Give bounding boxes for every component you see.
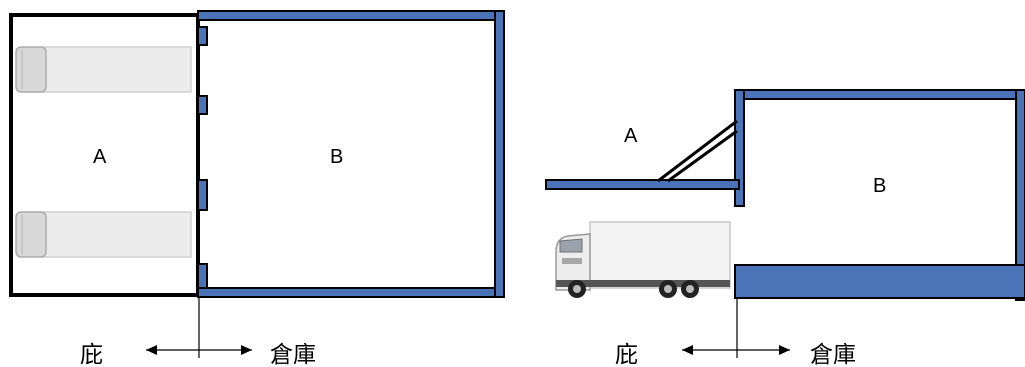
canopy-slab	[545, 179, 740, 190]
area-b-label: B	[330, 146, 343, 168]
canopy-area-outline	[9, 13, 200, 297]
side-area-a-label: A	[624, 125, 638, 147]
truck-top-view-2	[15, 211, 192, 258]
side-view: A B 庇 倉庫	[545, 89, 1025, 367]
truck-side-view	[555, 221, 731, 298]
plan-view: A B 庇 倉庫	[9, 10, 505, 367]
warehouse-front-wall	[734, 89, 745, 207]
side-canopy-caption: 庇	[615, 342, 638, 367]
canopy-brace	[657, 119, 738, 183]
warehouse-caption: 倉庫	[270, 342, 316, 367]
side-area-b-label: B	[873, 175, 886, 197]
warehouse-top-wall	[197, 10, 504, 21]
dock-door-1	[197, 26, 208, 46]
side-warehouse-caption: 倉庫	[810, 342, 856, 367]
dock-door-4	[197, 263, 208, 289]
truck-top-view-1	[15, 46, 192, 93]
dock-door-2	[197, 95, 208, 115]
warehouse-roof	[734, 89, 1025, 100]
warehouse-bottom-wall	[197, 287, 504, 298]
warehouse-back-wall	[1015, 89, 1025, 301]
double-headed-arrow-icon	[682, 345, 790, 355]
dock-door-3	[197, 179, 208, 211]
loading-floor	[734, 264, 1025, 299]
area-a-label: A	[93, 146, 107, 168]
warehouse-right-wall	[494, 10, 505, 298]
double-headed-arrow-icon	[146, 345, 252, 355]
canopy-caption: 庇	[80, 342, 103, 367]
